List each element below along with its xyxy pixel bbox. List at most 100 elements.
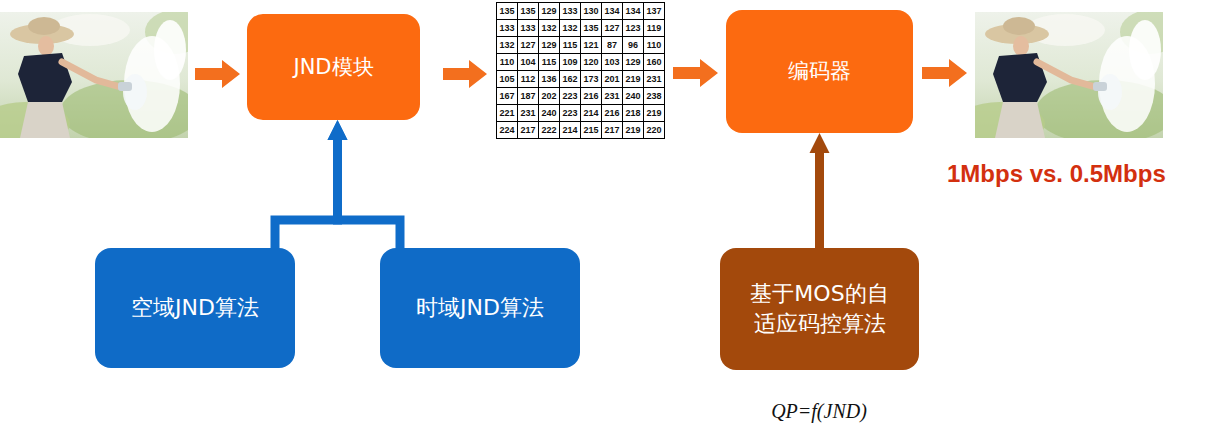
cell-value: 110 — [500, 57, 515, 67]
cell-value: 219 — [625, 125, 640, 135]
table-cell: 240 — [538, 104, 560, 122]
cell-value: 129 — [541, 40, 556, 50]
table-cell: 231 — [517, 104, 539, 122]
table-cell: 238 — [643, 87, 665, 105]
formula-label: QP=f(JND) — [771, 400, 867, 423]
table-cell: 220 — [643, 121, 665, 139]
cell-value: 87 — [607, 40, 617, 50]
cell-value: 115 — [542, 57, 557, 67]
cell-value: 135 — [520, 6, 535, 16]
note-text: 1Mbps vs. 0.5Mbps — [947, 160, 1166, 188]
table-cell: 115 — [559, 36, 581, 54]
cell-value: 129 — [541, 6, 556, 16]
table-cell: 222 — [538, 121, 560, 139]
cell-value: 219 — [625, 74, 640, 84]
table-cell: 223 — [559, 104, 581, 122]
table-cell: 132 — [496, 36, 518, 54]
cell-value: 127 — [520, 40, 535, 50]
table-cell: 215 — [580, 121, 602, 139]
table-cell: 167 — [496, 87, 518, 105]
table-cell: 217 — [517, 121, 539, 139]
table-cell: 135 — [517, 2, 539, 20]
cell-value: 133 — [520, 23, 535, 33]
table-cell: 219 — [643, 104, 665, 122]
table-cell: 219 — [622, 121, 644, 139]
cell-value: 104 — [520, 57, 535, 67]
cell-value: 105 — [499, 74, 514, 84]
cell-value: 217 — [604, 125, 619, 135]
table-cell: 217 — [601, 121, 623, 139]
cell-value: 133 — [562, 6, 577, 16]
table-cell: 96 — [622, 36, 644, 54]
cell-value: 134 — [625, 6, 640, 16]
cell-value: 130 — [583, 6, 598, 16]
table-cell: 115 — [538, 53, 560, 71]
cell-value: 132 — [541, 23, 556, 33]
table-cell: 110 — [643, 36, 665, 54]
table-cell: 123 — [622, 19, 644, 37]
cell-value: 220 — [646, 125, 661, 135]
table-cell: 133 — [517, 19, 539, 37]
cell-value: 137 — [646, 6, 661, 16]
bitrate-note: 1Mbps vs. 0.5Mbps — [947, 160, 1166, 188]
table-cell: 201 — [601, 70, 623, 88]
cell-value: 231 — [604, 91, 619, 101]
table-cell: 121 — [580, 36, 602, 54]
cell-value: 221 — [499, 108, 514, 118]
table-cell: 109 — [559, 53, 581, 71]
table-cell: 105 — [496, 70, 518, 88]
table-cell: 133 — [496, 19, 518, 37]
cell-value: 132 — [562, 23, 577, 33]
table-cell: 119 — [643, 19, 665, 37]
table-cell: 136 — [538, 70, 560, 88]
table-cell: 129 — [538, 2, 560, 20]
cell-value: 240 — [625, 91, 640, 101]
cell-value: 135 — [499, 6, 514, 16]
photo-output — [955, 10, 1180, 146]
cell-value: 162 — [562, 74, 577, 84]
cell-value: 219 — [646, 108, 661, 118]
cell-value: 240 — [541, 108, 556, 118]
table-cell: 216 — [601, 104, 623, 122]
table-cell: 120 — [580, 53, 602, 71]
cell-value: 134 — [604, 6, 619, 16]
cell-value: 217 — [520, 125, 535, 135]
table-cell: 173 — [580, 70, 602, 88]
cell-value: 136 — [541, 74, 556, 84]
node-label: JND模块 — [293, 53, 373, 81]
cell-value: 96 — [628, 40, 638, 50]
table-cell: 224 — [496, 121, 518, 139]
node-label: 时域JND算法 — [416, 293, 544, 323]
cell-value: 201 — [604, 74, 619, 84]
cell-value: 112 — [521, 74, 536, 84]
cell-value: 218 — [625, 108, 640, 118]
table-cell: 223 — [559, 87, 581, 105]
cell-value: 214 — [583, 108, 598, 118]
cell-value: 223 — [562, 91, 577, 101]
flow-arrow — [443, 60, 487, 88]
cell-value: 215 — [583, 125, 598, 135]
table-cell: 130 — [580, 2, 602, 20]
cell-value: 103 — [604, 57, 619, 67]
table-cell: 137 — [643, 2, 665, 20]
cell-value: 173 — [583, 74, 598, 84]
cell-value: 132 — [499, 40, 514, 50]
table-cell: 221 — [496, 104, 518, 122]
cell-value: 214 — [562, 125, 577, 135]
cell-value: 202 — [541, 91, 556, 101]
table-cell: 216 — [580, 87, 602, 105]
table-cell: 103 — [601, 53, 623, 71]
process-box: JND模块 — [247, 14, 420, 120]
table-cell: 231 — [643, 70, 665, 88]
algorithm-box: 时域JND算法 — [380, 248, 580, 368]
table-cell: 104 — [517, 53, 539, 71]
cell-value: 109 — [562, 57, 577, 67]
flow-arrow — [673, 59, 718, 87]
cell-value: 123 — [625, 23, 640, 33]
cell-value: 216 — [583, 91, 598, 101]
node-label: 空域JND算法 — [131, 293, 259, 323]
cell-value: 223 — [562, 108, 577, 118]
table-cell: 214 — [580, 104, 602, 122]
cell-value: 160 — [646, 57, 661, 67]
table-cell: 135 — [496, 2, 518, 20]
